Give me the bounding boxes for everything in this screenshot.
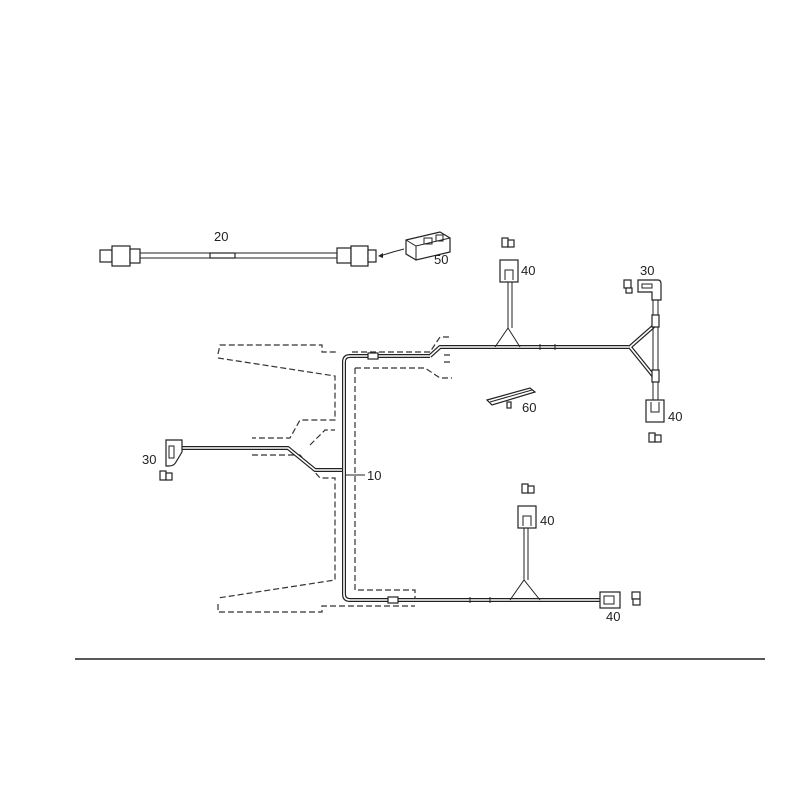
callout-60: 60 (522, 400, 536, 415)
arrowhead-icon (378, 253, 383, 258)
callout-30-left: 30 (142, 452, 156, 467)
callout-10: 10 (367, 468, 381, 483)
arrow-icon (379, 248, 405, 257)
connector-30-left[interactable] (165, 439, 183, 467)
terminal-clip-icon (521, 483, 535, 494)
callout-40-top: 40 (521, 263, 535, 278)
cable-clip-60[interactable] (485, 387, 537, 409)
terminal-clip-icon (648, 432, 662, 443)
callout-40-bottom-right: 40 (606, 609, 620, 624)
terminal-clip-icon (159, 470, 173, 481)
callout-40-bottom: 40 (540, 513, 554, 528)
terminal-clip-icon (623, 279, 633, 294)
terminal-clip-icon (631, 591, 641, 606)
connector-40-top[interactable] (499, 259, 519, 283)
adapter-50[interactable] (405, 231, 451, 261)
connector-40-bottom-right[interactable] (599, 591, 621, 609)
extension-cable-20[interactable] (99, 245, 377, 267)
vehicle-outline (217, 336, 452, 613)
callout-20: 20 (214, 229, 228, 244)
callout-50: 50 (434, 252, 448, 267)
connector-40-bottom[interactable] (517, 505, 537, 529)
connector-40-right[interactable] (645, 399, 665, 423)
callout-30-right: 30 (640, 263, 654, 278)
main-harness-10[interactable] (180, 282, 660, 604)
terminal-clip-icon (501, 237, 515, 248)
connector-30-right[interactable] (637, 279, 662, 301)
callout-40-right: 40 (668, 409, 682, 424)
